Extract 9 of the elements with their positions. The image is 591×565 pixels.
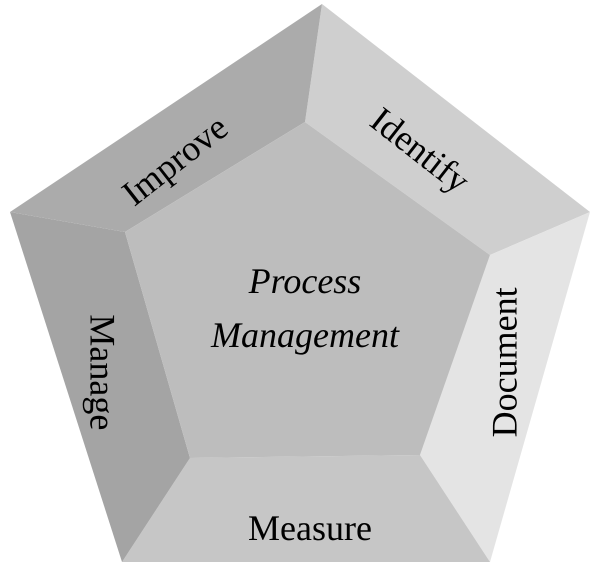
pentagon-segment	[10, 4, 322, 232]
segment-label: Document	[484, 286, 526, 437]
segment-label: Process Management	[210, 260, 401, 357]
pentagon-segment	[10, 212, 190, 562]
pentagon-segment	[420, 212, 590, 562]
pentagon-segment	[305, 4, 590, 255]
segment-label: Manage	[81, 314, 124, 430]
pentagon-segment	[122, 455, 490, 562]
segment-label: Measure	[248, 506, 372, 550]
